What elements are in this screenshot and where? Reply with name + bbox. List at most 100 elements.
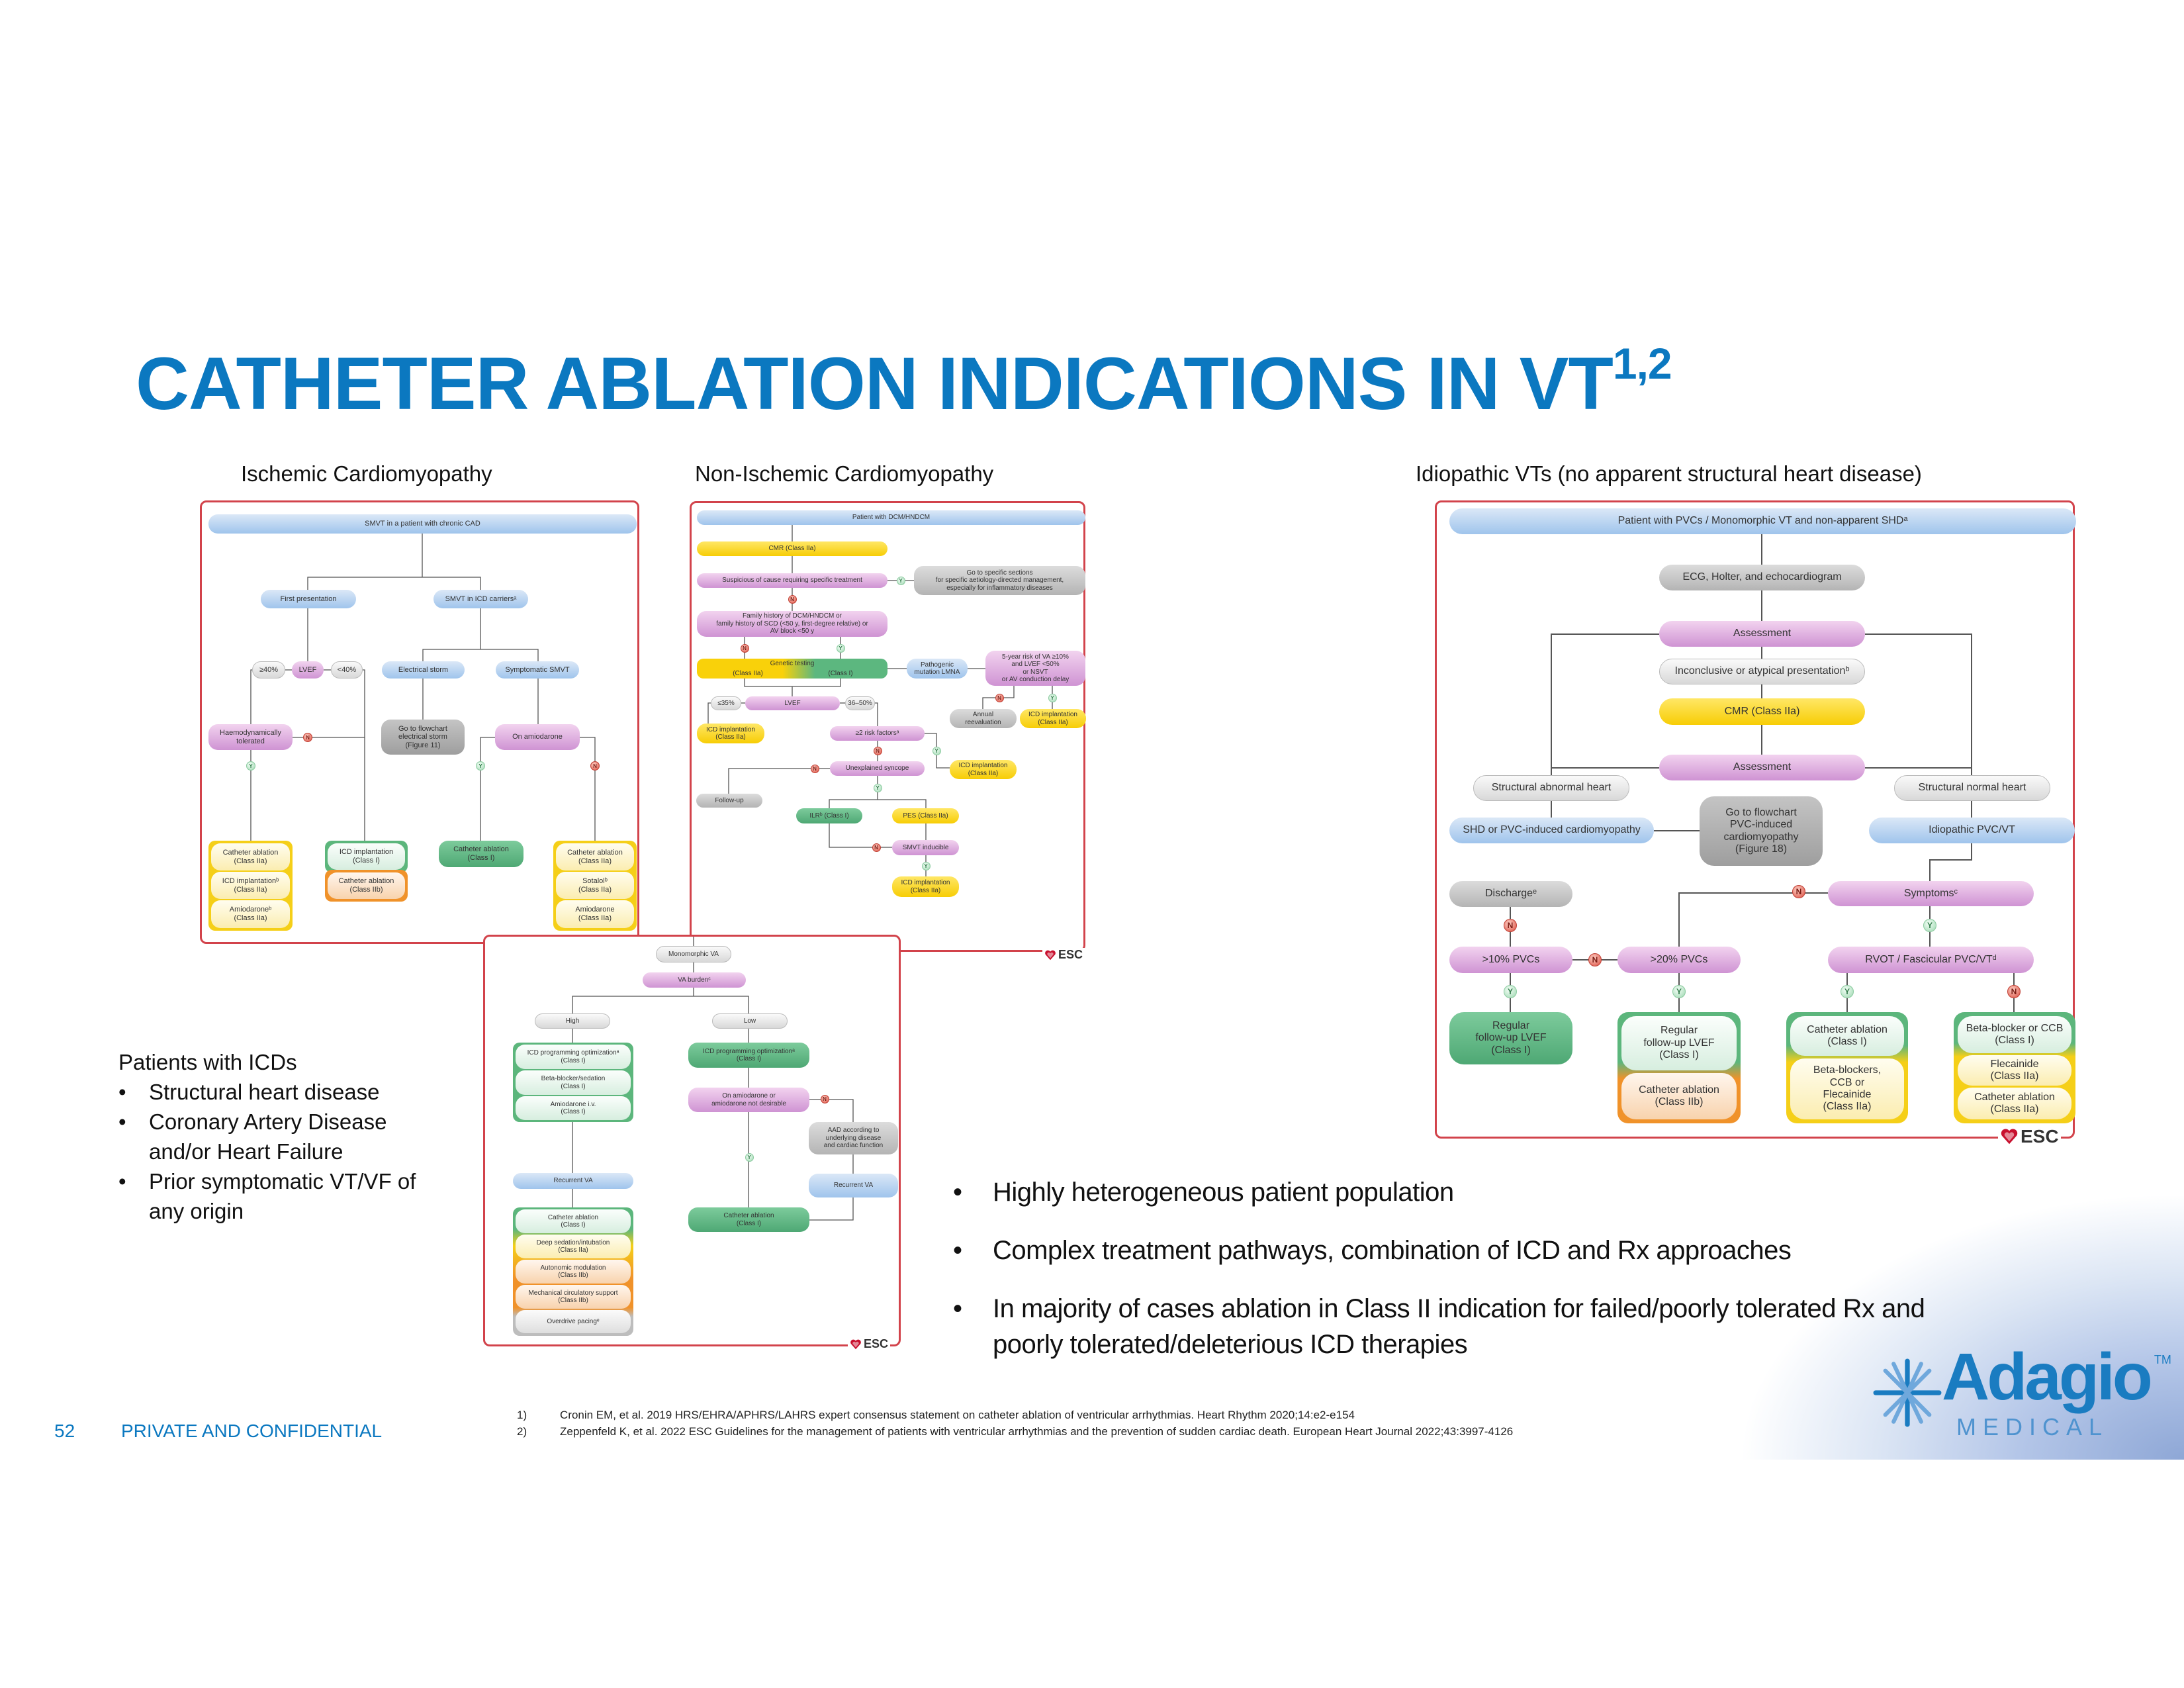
flow-node-gt10: >10% PVCs [1449,947,1572,973]
yes-badge: Y [1048,693,1057,702]
flow-node-l1: ICD programming optimizationᵃ (Class I) [688,1043,809,1068]
key-point-text: In majority of cases ablation in Class I… [993,1294,1925,1359]
heart-icon [850,1339,861,1349]
flow-node-rvot: RVOT / Fascicular PVC/VTᵈ [1828,947,2034,973]
heading-idiopathic: Idiopathic VTs (no apparent structural h… [1416,461,1922,486]
flow-node-icd_bottom: ICD implantation (Class IIa) [892,876,959,897]
esc-logo: ESC [1042,948,1085,962]
flow-node-s2a: Regular follow-up LVEF (Class I) [1621,1016,1737,1070]
connector [809,1099,854,1122]
connector [707,702,711,724]
flow-node-b3: Autonomic modulation (Class IIb) [516,1260,631,1284]
bullet: • [118,1109,126,1134]
flow-node-rec_left: Recurrent VA [513,1173,633,1189]
flow-node-lvef: LVEF [292,661,324,679]
yes-badge: Y [836,643,845,653]
flow-node-symptoms: Symptomsᶜ [1828,881,2034,906]
no-badge: N [2007,985,2021,998]
flow-node-s1b: ICD implantationᵇ (Class IIa) [211,872,290,899]
key-point-text: Highly heterogeneous patient population [993,1178,1454,1207]
key-points-list: •Highly heterogeneous patient population… [953,1174,1925,1362]
connector-lines [1510,534,2015,1012]
no-badge: N [590,761,600,771]
list-item: •Coronary Artery Disease and/or Heart Fa… [118,1107,416,1166]
page-number: 52 [54,1421,75,1441]
flow-node-b1: Catheter ablation (Class I) [516,1209,631,1233]
flow-node-s3c: Amiodarone (Class IIa) [556,900,634,928]
no-badge: N [1504,919,1517,932]
flow-node-follow1: Regular follow-up LVEF (Class I) [1449,1012,1572,1064]
connector [250,669,252,724]
icd-patients-list: Patients with ICDs •Structural heart dis… [118,1047,416,1226]
yes-badge: Y [1504,985,1517,998]
connector [728,768,830,794]
no-badge: N [995,693,1004,702]
flow-node-lvef: LVEF [745,696,840,710]
no-badge: N [1792,885,1805,898]
connector [422,649,539,661]
no-badge: N [1588,953,1602,966]
connector [878,799,927,808]
flow-node-h2: Beta-blocker/sedation (Class I) [516,1070,631,1095]
connector [572,996,749,1013]
flow-node-s4c: Catheter ablation (Class IIa) [1958,1088,2071,1119]
flow-node-aad: AAD according to underlying disease and … [809,1122,898,1154]
title-superscript: 1,2 [1612,339,1672,388]
flow-node-assess1: Assessment [1659,621,1865,647]
flow-node-ca1: Catheter ablation (Class I) [439,841,523,867]
key-point: •Complex treatment pathways, combination… [953,1233,1925,1268]
flow-node-inconclusive: Inconclusive or atypical presentationᵇ [1659,659,1865,684]
no-badge: N [303,733,312,742]
yes-badge: Y [246,761,255,771]
flow-node-ecg: ECG, Holter, and echocardiogram [1659,565,1865,590]
key-point: •Highly heterogeneous patient population [953,1174,1925,1210]
flow-node-haemo: Haemodynamically tolerated [208,724,293,750]
bullet: • [118,1080,126,1104]
confidential-label: PRIVATE AND CONFIDENTIAL [121,1421,383,1441]
heading-ischemic: Ischemic Cardiomyopathy [241,461,492,486]
yes-badge: Y [476,761,485,771]
logo-subtitle: MEDICAL [1956,1413,2109,1440]
flow-node-s4a: Beta-blocker or CCB (Class I) [1958,1016,2071,1053]
esc-logo: ESC [1998,1126,2061,1147]
yes-badge: Y [873,783,882,792]
list-item-text: Prior symptomatic VT/VF of any origin [149,1169,416,1223]
list-item: • Prior symptomatic VT/VF of any origin [118,1166,416,1226]
flow-node-first: First presentation [261,590,356,608]
logo-wordmark: Adagio [1942,1340,2153,1414]
yes-badge: Y [921,861,931,870]
flow-node-r3650: 36–50% [845,696,875,710]
bullet: • [118,1169,126,1194]
slide-title: CATHETER ABLATION INDICATIONS IN VT1,2 [136,339,1672,426]
yes-badge: Y [745,1152,754,1162]
flow-node-cmr: CMR (Class IIa) [1659,698,1865,725]
key-point: • In majority of cases ablation in Class … [953,1291,1925,1362]
logo-trademark: TM [2154,1353,2171,1366]
flow-node-annual: Annual reevaluation [950,709,1017,728]
no-badge: N [820,1094,829,1103]
flow-node-goto: Go to flowchart electrical storm (Figure… [381,720,465,755]
connector-lines [707,525,1053,876]
connector-lines [572,937,854,1221]
bullet: • [953,1294,962,1323]
esc-logo: ESC [848,1337,891,1351]
flow-node-genetic: Genetic testing [770,659,815,667]
yes-badge: Y [932,746,941,755]
flow-node-top: Patient with PVCs / Monomorphic VT and n… [1449,508,2076,534]
esc-label: ESC [1058,948,1083,961]
flow-node-assess2: Assessment [1659,755,1865,780]
flow-node-genetic_iia: (Class IIa) [733,669,763,677]
flow-node-h1: ICD programming optimizationᵃ (Class I) [516,1045,631,1069]
connector [829,823,892,848]
flow-node-s2b: Catheter ablation (Class IIb) [1621,1073,1737,1119]
flow-node-syncope: Unexplained syncope [830,761,925,776]
flow-node-discharge: Dischargeᵉ [1449,881,1572,907]
connector [875,702,878,726]
flow-node-s3a: Catheter ablation (Class IIa) [556,843,634,870]
flow-node-rec_right: Recurrent VA [809,1174,898,1197]
flow-node-goto: Go to specific sections for specific aet… [914,566,1085,595]
connector [829,776,878,808]
